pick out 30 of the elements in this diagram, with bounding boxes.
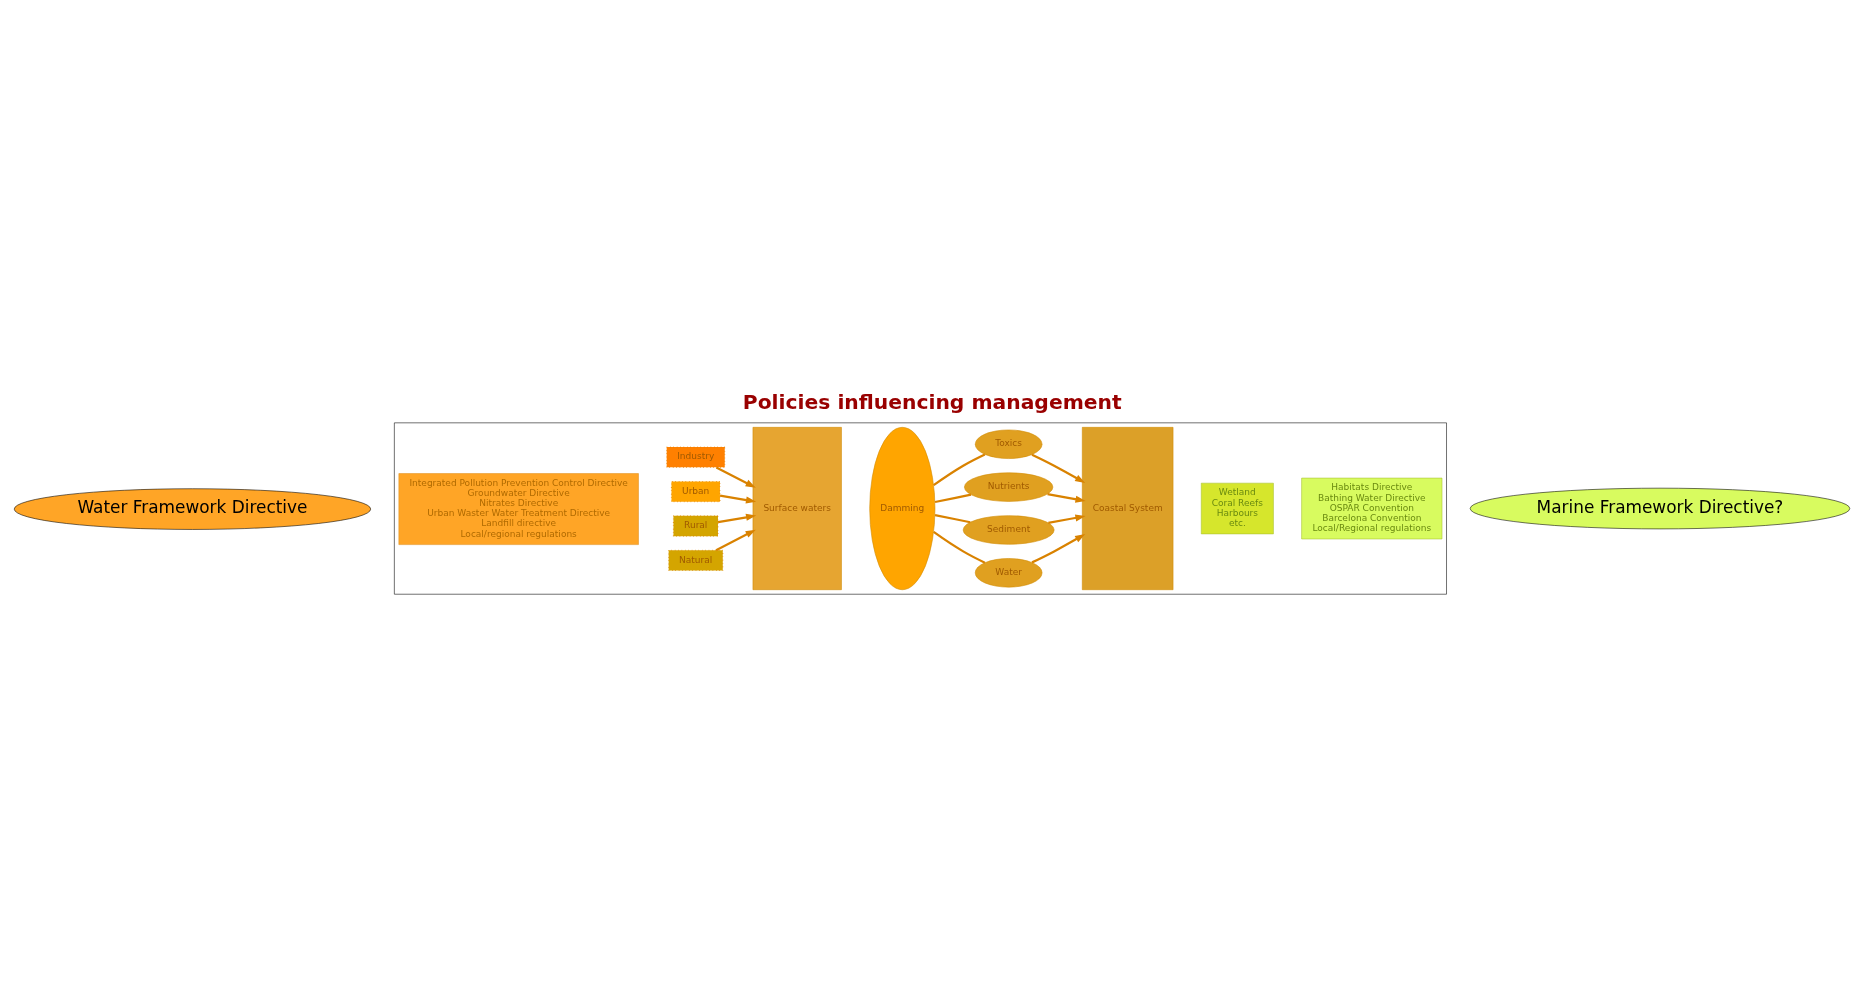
node-ellipse: Water Framework Directive: [13, 488, 371, 530]
node-ellipse: Marine Framework Directive?: [1469, 487, 1851, 530]
node-box: Wetland Coral Reefs Harbours etc.: [1201, 482, 1274, 535]
node-box: Industry: [666, 446, 726, 468]
arrow: [715, 529, 756, 552]
node-box: Habitats Directive Bathing Water Directive OSPAR Convention Barcelona Convention Local/Regional regulations: [1301, 477, 1443, 540]
arrow: [1031, 453, 1086, 484]
node-box: Rural: [672, 515, 719, 537]
connector: [933, 531, 986, 564]
arrow: [1031, 533, 1086, 564]
diagram-title: Policies influencing management: [742, 390, 1122, 415]
arrow: [717, 513, 757, 524]
node-box: Surface waters: [752, 427, 842, 590]
node-ellipse: Sediment: [962, 515, 1055, 545]
connector: [934, 513, 971, 524]
node-box: Coastal System: [1082, 427, 1174, 590]
node-ellipse: Damming: [869, 427, 936, 590]
node-ellipse: Nutrients: [964, 472, 1054, 502]
arrow: [719, 494, 757, 504]
arrow: [715, 466, 756, 488]
connector: [933, 453, 986, 487]
arrow: [1047, 492, 1086, 503]
connector: [934, 493, 972, 504]
arrow: [1048, 514, 1086, 524]
node-ellipse: Toxics: [974, 429, 1043, 459]
node-box: Urban: [670, 480, 721, 503]
node-box: Integrated Pollution Prevention Control Directive Groundwater Directive Nitrates Directive Urban Waster Water Treatment Directive Landfill directive Local/regional regulations: [398, 473, 639, 545]
cluster: [394, 422, 1447, 595]
node-ellipse: Water: [974, 558, 1043, 588]
node-box: Natural: [668, 549, 724, 572]
